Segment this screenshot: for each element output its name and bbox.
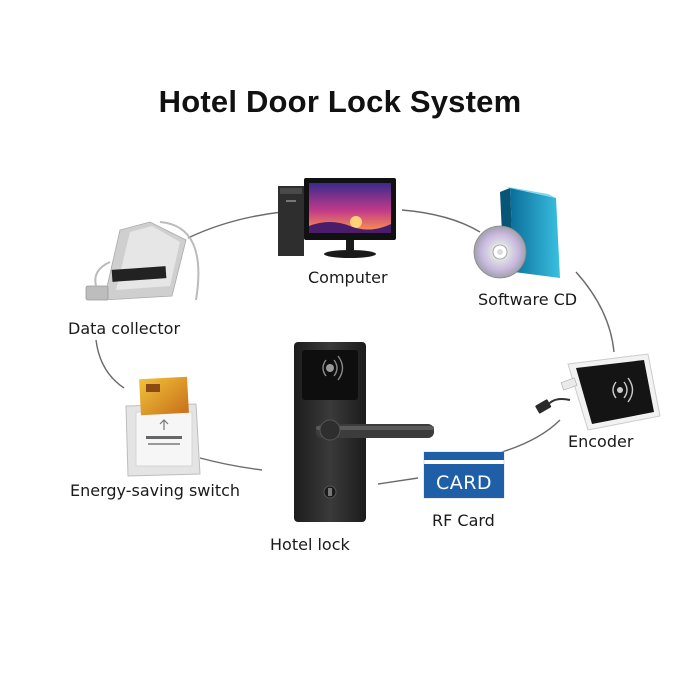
label-software-cd: Software CD xyxy=(478,290,578,309)
label-hotel-lock: Hotel lock xyxy=(270,535,350,554)
software-cd-icon xyxy=(473,186,560,279)
rf-card-face-text: CARD xyxy=(436,472,492,494)
label-energy-switch: Energy-saving switch xyxy=(70,481,241,500)
label-encoder: Encoder xyxy=(568,432,634,451)
encoder-icon xyxy=(535,353,661,431)
computer-icon xyxy=(278,178,396,258)
diagram-title: Hotel Door Lock System xyxy=(158,84,522,119)
label-rf-card: RF Card xyxy=(432,511,495,530)
label-computer: Computer xyxy=(308,268,388,287)
label-data-collector: Data collector xyxy=(68,319,181,338)
data-collector-icon xyxy=(85,221,200,301)
energy-switch-icon xyxy=(125,376,201,477)
hotel-lock-icon xyxy=(294,342,434,522)
rf-card-icon: CARD xyxy=(423,451,505,499)
connection-ring xyxy=(95,209,615,485)
